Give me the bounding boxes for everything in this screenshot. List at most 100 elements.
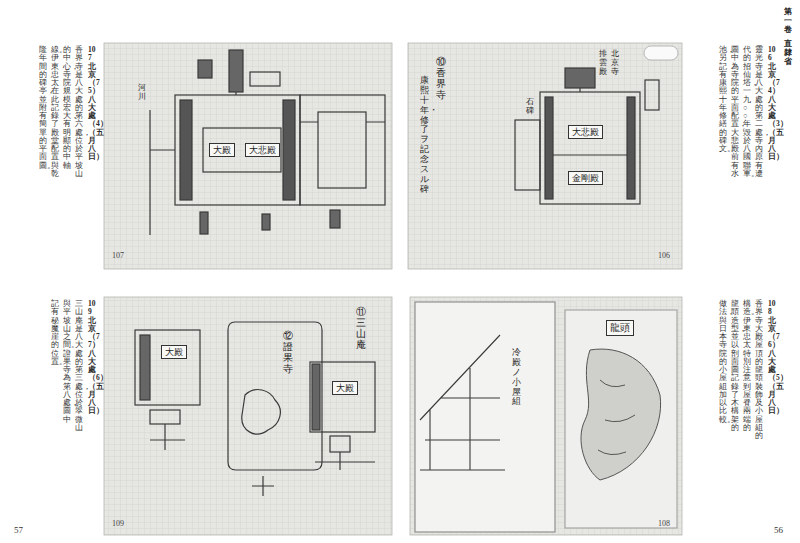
building-box: 金剛殿 [568,171,603,185]
caption-text: 靈光寺是八大處的第二處，寺內原有遼 [755,46,763,178]
floor-plan [515,120,540,190]
floor-plan [553,154,627,155]
caption-text: 香界寺大殿屋頂的龍頭裝飾及小屋組的 [755,300,763,440]
grid-paper-panel [104,43,682,535]
floor-plan [200,212,208,234]
floor-plan [135,330,200,405]
caption-heading: 107北京（75）八大處（4）（五月八日） [88,46,96,162]
floor-plan [262,214,270,230]
building-box: 大悲殿 [568,125,603,139]
floor-plan [579,88,580,92]
sketch-title: ⑩香界寺 [436,56,446,100]
floor-plan [229,50,243,92]
building-name: 大殿 [336,383,354,393]
building-name: 金剛殿 [572,173,599,183]
dragon-head-photo [598,380,635,455]
floor-plan [175,95,300,205]
building-name: 大殿 [213,145,231,155]
floor-plan [312,364,320,430]
grid-paper-panel [104,297,392,535]
roof-truss-drawing [415,302,555,532]
sketch-label: 河川 [138,84,146,102]
caption-text: 做法，與日本寺院的小屋組加以比較。 [719,300,727,424]
dragon-head-photo [565,310,677,528]
sketch-number: 107 [112,252,124,261]
floor-plan [627,97,635,199]
sketch-note: 康熙十年・修了ヲ記念スル碑 [420,76,429,195]
floor-plan [250,72,280,86]
label-box: 龍頭 [606,320,634,336]
floor-plan [150,410,180,424]
building-box: 大殿 [161,345,187,359]
building-name: 大悲殿 [572,127,599,137]
page-number: 57 [14,526,23,536]
volume-heading: 第一卷 [784,8,792,34]
sketch-label: 石碑 [526,98,534,116]
grid-paper-panel [408,43,682,269]
building-box: 大殿 [332,381,358,395]
sketch-label: 排雲殿 [599,50,607,76]
floor-plan [135,322,375,496]
floor-plan [540,92,640,204]
caption-text: 代的招仙塔，一九○○年毀於八國聯軍。 [743,46,751,178]
roof-truss-drawing [420,335,505,470]
page-number: 56 [774,526,783,536]
floor-plan [150,110,175,235]
caption-text: 圖中為寺院的平面配置，大悲殿前有水 [731,46,739,178]
grid-paper-panel [104,43,392,269]
building-name: 大殿 [165,347,183,357]
dragon-head-photo [581,349,661,480]
caption-text: 隆年間的碑亭，並附有簡單的平面圖。 [39,46,47,170]
caption-text: 的中心，寺院規模宏大，有明顯的中軸 [63,46,71,170]
floor-plan [228,322,322,470]
floor-plan [645,80,659,110]
building-box: 大殿 [209,143,235,157]
floor-plan [330,436,350,452]
floor-plan [198,60,212,78]
floor-plan [318,112,366,188]
floor-plan [140,335,150,400]
sketch-label: 冷殿ノ小屋組 [512,348,521,407]
floor-plan [150,50,385,235]
grid-paper-panel [410,297,682,535]
caption-text: 與平坡山之間。證果寺為第八處，圖中 [63,300,71,424]
floor-plan [242,390,281,434]
floor-plan [300,95,385,205]
floor-plan [180,100,192,200]
floor-plan [283,100,295,200]
caption-text: 池，另記有康熙十年修繕的碑文。 [719,46,727,153]
floor-plan [545,97,553,199]
floor-plan [300,121,385,122]
floor-plan [330,210,340,228]
sketch-number: 106 [658,252,670,261]
sketch-number: 108 [658,520,670,529]
caption-heading: 106北京（74）八大處（3）（五月八日） [768,46,776,162]
caption-text: 三山庵是八大處的第三處，位於翠微山 [75,300,83,432]
building-name: 大悲殿 [249,145,276,155]
caption-text: 構造。伊東忠太特別注意到屋脊兩端的 [743,300,751,432]
floor-plan [515,68,659,204]
floor-plan [565,68,595,88]
volume-heading: 直隸省 [784,40,792,66]
floor-plan [235,92,236,95]
floor-plan [252,476,274,496]
sketch-label: 北京寺 [611,50,619,76]
floor-plan [150,424,185,450]
caption-heading: 109北京（77）八大處（6）（五月八日） [88,300,96,416]
floor-plan [203,128,281,172]
floor-plan [315,452,375,470]
floor-plan [310,362,375,432]
caption-text: 龍頭造型，並以剖面圖記錄了木構架的 [731,300,739,432]
sketch-number: 109 [112,520,124,529]
building-name: 龍頭 [610,322,630,334]
caption-text: 香界寺是八大處的第六處，位於平坡山 [75,46,83,178]
caption-text: 線。伊東忠太在此記錄了殿堂配置與乾 [51,46,59,178]
sketch-title: ⑫證果寺 [283,330,293,374]
building-box: 大悲殿 [245,143,280,157]
roof-truss-drawing [415,302,555,532]
caption-text: 記有秘魔崖的位置。 [51,300,59,366]
sketch-title: ⑪三山庵 [356,306,366,350]
